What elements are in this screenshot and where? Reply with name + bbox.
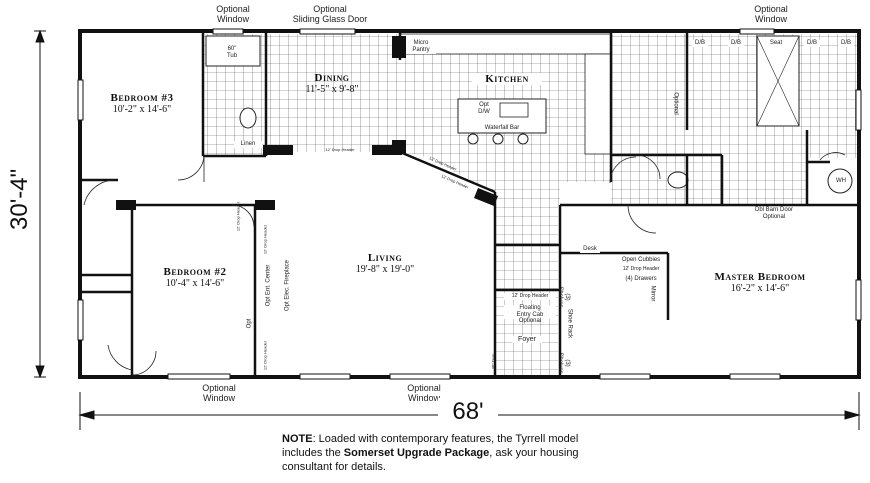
door-swings — [83, 152, 846, 376]
bathtub — [205, 35, 261, 67]
toilet — [667, 171, 689, 189]
fireplace-label: Opt Elec. Fireplace — [284, 259, 291, 312]
callout-optional-window-bottom-center: Optional Window — [407, 383, 441, 403]
water-heater — [827, 168, 853, 194]
room-kitchen: Kitchen — [472, 73, 542, 85]
shoe-rack-label: Shoe Rack — [566, 308, 573, 339]
open-cubbies-label: Open Cubbies — [616, 257, 666, 264]
db-label: D/B — [838, 40, 854, 47]
sink — [499, 102, 529, 118]
micro-pantry-label: Micro Pantry — [406, 40, 436, 54]
room-name: Bedroom #2 — [163, 266, 227, 278]
foyer-label: Foyer — [512, 336, 542, 343]
room-name: Living — [367, 252, 403, 264]
depth-dimension: 30'-4" — [6, 168, 34, 230]
toilet — [239, 107, 257, 129]
linen-label: Linen — [234, 141, 262, 148]
interior-walls — [82, 31, 859, 377]
opt-label: Opt — [246, 318, 253, 329]
desk-label: Desk — [580, 246, 600, 253]
db-label: D/B — [692, 40, 708, 47]
barn-door-label: Dbl Barn Door Optional — [754, 207, 793, 220]
width-dimension: 68' — [438, 398, 498, 426]
waterfall-bar-label: Waterfall Bar — [484, 125, 520, 131]
room-name: Kitchen — [485, 73, 529, 85]
dishwasher-label: Opt D/W — [478, 102, 490, 115]
drop-header-label: 12' Drop Header — [262, 340, 268, 371]
tub-label: 60" Tub — [226, 46, 238, 59]
room-bedroom-2: Bedroom #2 10'-4" x 14'-6" — [145, 266, 245, 289]
wall-columns — [116, 36, 498, 210]
callout-optional-window-top-right: Optional Window — [754, 4, 788, 24]
mirror-label: Mirror — [649, 285, 656, 302]
callout-optional-window-bottom-left: Optional Window — [202, 383, 236, 403]
room-name: Master Bedroom — [714, 271, 806, 283]
room-dining: Dining 11'-5" x 9'-8" — [284, 72, 380, 95]
room-living: Living 19'-8" x 19'-0" — [330, 252, 440, 275]
room-bedroom-3: Bedroom #3 10'-2" x 14'-6" — [92, 92, 192, 115]
room-dimensions: 11'-5" x 9'-8" — [305, 84, 359, 95]
seat-label: Seat — [769, 40, 783, 46]
bar-stool — [492, 133, 504, 145]
upgrade-note: NOTE: Loaded with contemporary features,… — [282, 432, 612, 474]
bar-stool — [517, 133, 529, 145]
callout-sliding-glass-door: Optional Sliding Glass Door — [292, 4, 368, 24]
entry-optional-label: Optional — [518, 318, 542, 324]
room-name: Bedroom #3 — [110, 92, 174, 104]
drop-header-label: 12' Drop Header — [325, 147, 355, 152]
kitchen-counter — [584, 53, 612, 155]
drawers-label: (4) Drawers — [616, 276, 666, 283]
drop-header-label: 12' Drop Header — [262, 224, 268, 255]
note-text: : Loaded with contemporary features, the… — [282, 433, 579, 459]
drop-header-label: 12' Drop Header — [622, 266, 660, 272]
bar-stool — [467, 133, 479, 145]
floating-entry-label: Floating Entry Cab — [504, 305, 556, 319]
drop-header-label: 12' Drop Header — [504, 293, 556, 300]
callout-optional-window-top-left: Optional Window — [216, 4, 250, 24]
room-dimensions: 19'-8" x 19'-0" — [355, 264, 415, 275]
shelves-label: (3) Shelves — [557, 352, 570, 374]
db-label: D/B — [804, 40, 820, 47]
water-heater-label: WH — [836, 178, 846, 184]
room-dimensions: 10'-2" x 14'-6" — [112, 104, 172, 115]
optional-side-label: Optional — [672, 92, 679, 115]
room-dimensions: 16'-2" x 14'-6" — [730, 283, 790, 294]
drop-header-label: 12' Drop Header — [235, 201, 241, 232]
room-dimensions: 10'-4" x 14'-6" — [165, 278, 225, 289]
db-label: D/B — [728, 40, 744, 47]
room-master-bedroom: Master Bedroom 16'-2" x 14'-6" — [700, 271, 820, 294]
note-text: , ask your housing consultant for detail… — [282, 447, 579, 473]
drop-header-label: 36" Drop — [490, 353, 496, 370]
room-name: Dining — [314, 72, 350, 84]
note-package: Somerset Upgrade Package — [343, 447, 490, 459]
windows — [77, 28, 862, 380]
note-label: NOTE — [282, 433, 313, 445]
